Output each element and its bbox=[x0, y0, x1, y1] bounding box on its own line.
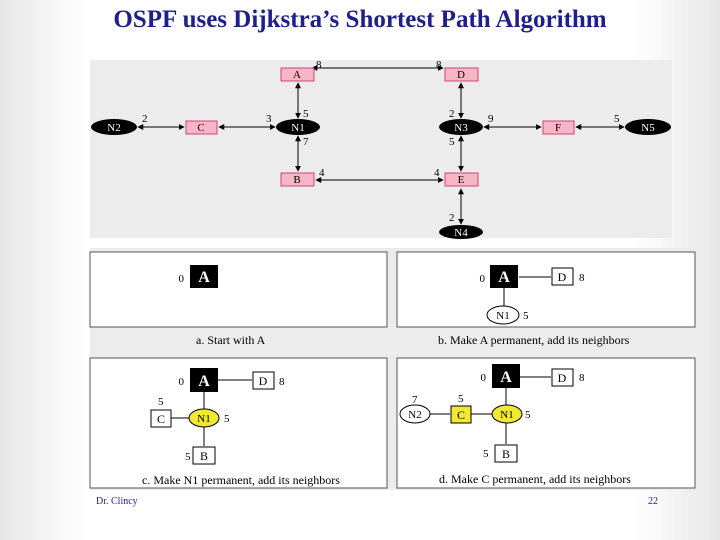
step-d-panel bbox=[396, 357, 696, 489]
svg-text:N3: N3 bbox=[454, 122, 468, 134]
svg-text:A: A bbox=[198, 269, 210, 286]
footer-author: Dr. Clincy bbox=[96, 496, 138, 507]
cost-a-d-right: 8 bbox=[436, 59, 442, 71]
svg-text:D: D bbox=[457, 69, 465, 81]
cost-c-n2: 2 bbox=[142, 113, 148, 125]
cost-n3-e: 5 bbox=[449, 136, 455, 148]
step-c-caption: c. Make N1 permanent, add its neighbors bbox=[142, 473, 340, 487]
svg-text:N2: N2 bbox=[408, 409, 421, 421]
svg-text:N1: N1 bbox=[496, 310, 509, 322]
network-n3: N3 bbox=[439, 119, 483, 135]
svg-text:B: B bbox=[502, 447, 510, 461]
slide-title: OSPF uses Dijkstra’s Shortest Path Algor… bbox=[113, 6, 607, 33]
topology-links bbox=[137, 65, 625, 225]
network-n2: N2 bbox=[91, 119, 137, 135]
step-d-d-dist: 8 bbox=[579, 372, 585, 384]
step-d-node-c: C bbox=[450, 405, 472, 424]
svg-text:N1: N1 bbox=[291, 122, 304, 134]
svg-text:C: C bbox=[457, 408, 465, 422]
cost-d-n3: 2 bbox=[449, 108, 455, 120]
step-d-n1-dist: 5 bbox=[525, 409, 531, 421]
cost-e-n4: 2 bbox=[449, 212, 455, 224]
svg-text:N1: N1 bbox=[500, 409, 513, 421]
step-a-node-a: A bbox=[190, 265, 218, 288]
step-d-node-a: A bbox=[492, 364, 520, 388]
router-f: F bbox=[542, 120, 575, 135]
step-b-d-dist: 8 bbox=[579, 272, 585, 284]
step-a-panel bbox=[89, 251, 388, 328]
step-c-n1-dist: 5 bbox=[224, 413, 230, 425]
svg-text:N2: N2 bbox=[107, 122, 120, 134]
network-n5: N5 bbox=[625, 119, 671, 135]
svg-text:F: F bbox=[555, 122, 561, 134]
router-a: A bbox=[280, 67, 315, 82]
router-c: C bbox=[185, 120, 218, 135]
network-n4: N4 bbox=[439, 225, 483, 239]
svg-text:B: B bbox=[200, 449, 208, 463]
router-b: B bbox=[280, 172, 315, 187]
step-a-caption: a. Start with A bbox=[196, 333, 266, 347]
step-c-b-dist: 5 bbox=[185, 451, 191, 463]
step-a-a-dist: 0 bbox=[179, 273, 185, 285]
step-c-node-n1: N1 bbox=[188, 408, 220, 428]
svg-text:D: D bbox=[558, 371, 567, 385]
step-c-a-dist: 0 bbox=[179, 376, 185, 388]
step-d-node-n1: N1 bbox=[491, 404, 523, 424]
svg-text:N5: N5 bbox=[641, 122, 655, 134]
cost-a-d-left: 8 bbox=[316, 59, 322, 71]
step-d-a-dist: 0 bbox=[481, 372, 487, 384]
svg-text:N4: N4 bbox=[454, 227, 468, 239]
step-b-n1-dist: 5 bbox=[523, 310, 529, 322]
svg-text:A: A bbox=[198, 373, 210, 390]
step-c-node-d: D bbox=[252, 371, 275, 390]
svg-text:A: A bbox=[500, 369, 512, 386]
svg-text:E: E bbox=[458, 174, 465, 186]
cost-a-n1: 5 bbox=[303, 108, 309, 120]
step-d-c-dist: 5 bbox=[458, 393, 464, 405]
router-d: D bbox=[444, 67, 479, 82]
svg-text:A: A bbox=[293, 69, 301, 81]
step-b-node-d: D bbox=[551, 267, 574, 286]
step-d-node-n2: N2 bbox=[399, 404, 431, 424]
step-c-panel bbox=[89, 357, 388, 489]
router-e: E bbox=[444, 172, 479, 187]
svg-text:D: D bbox=[259, 374, 268, 388]
step-b-panel bbox=[396, 251, 696, 328]
cost-n3-f: 9 bbox=[488, 113, 494, 125]
svg-text:N1: N1 bbox=[197, 413, 210, 425]
topology-panel bbox=[90, 60, 672, 238]
step-b-a-dist: 0 bbox=[480, 273, 486, 285]
svg-text:A: A bbox=[498, 269, 510, 286]
cost-b-e-left: 4 bbox=[319, 167, 325, 179]
step-d-node-b: B bbox=[494, 444, 518, 463]
link-costs: 8 8 5 2 3 7 4 4 2 5 9 5 2 bbox=[142, 59, 620, 224]
step-d-caption: d. Make C permanent, add its neighbors bbox=[439, 472, 631, 486]
step-b-caption: b. Make A permanent, add its neighbors bbox=[438, 333, 630, 347]
network-n1: N1 bbox=[276, 119, 320, 135]
step-c-c-dist: 5 bbox=[158, 396, 164, 408]
svg-text:C: C bbox=[157, 412, 165, 426]
step-d-b-dist: 5 bbox=[483, 448, 489, 460]
step-b-node-n1: N1 bbox=[486, 305, 520, 325]
cost-c-n1: 3 bbox=[266, 113, 272, 125]
svg-text:D: D bbox=[558, 270, 567, 284]
cost-f-n5: 5 bbox=[614, 113, 620, 125]
svg-text:B: B bbox=[293, 174, 300, 186]
step-c-node-a: A bbox=[190, 368, 218, 392]
step-c-node-c: C bbox=[150, 409, 172, 428]
step-b-node-a: A bbox=[490, 265, 518, 288]
cost-n1-b: 7 bbox=[303, 136, 309, 148]
footer-page-number: 22 bbox=[648, 496, 658, 507]
step-d-node-d: D bbox=[551, 368, 574, 387]
svg-text:C: C bbox=[197, 122, 204, 134]
step-c-d-dist: 8 bbox=[279, 376, 285, 388]
step-c-node-b: B bbox=[192, 446, 216, 465]
cost-b-e-right: 4 bbox=[434, 167, 440, 179]
step-d-n2-dist: 7 bbox=[412, 394, 418, 406]
